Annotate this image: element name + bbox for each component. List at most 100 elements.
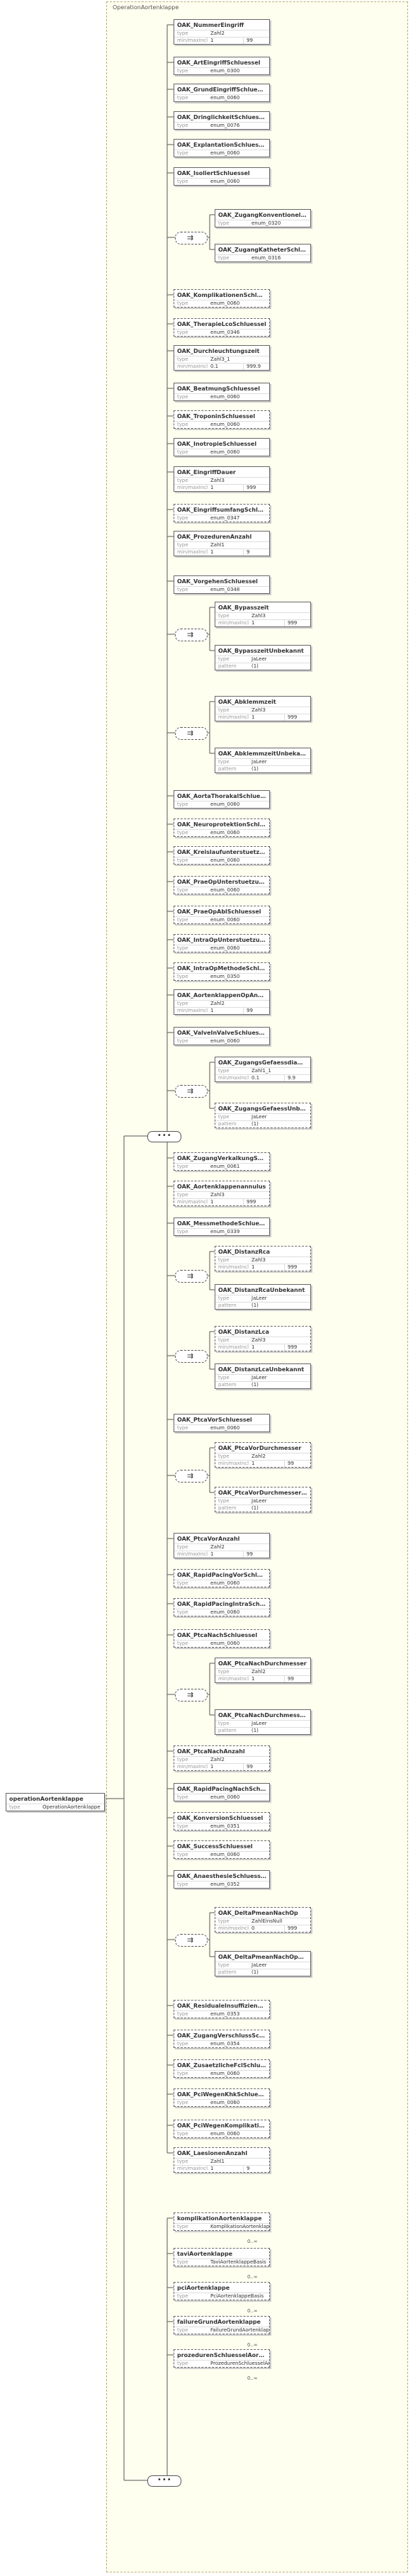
element-oak-rapidpacingintraschluessel[interactable]: OAK_RapidPacingIntraSchluesseltypeenum_0… xyxy=(174,1598,270,1616)
element-oak-neuroprotektionschluessel[interactable]: OAK_NeuroprotektionSchluesseltypeenum_00… xyxy=(174,819,270,837)
element-name: komplikationAortenklappe xyxy=(177,2215,262,2222)
element-oak-zugangverschlussschluessel[interactable]: OAK_ZugangVerschlussSchluesseltypeenum_0… xyxy=(174,2030,270,2048)
element-oak-zugangsgefaessunbekannt[interactable]: OAK_ZugangsGefaessUnbekannttypeJaLeerpat… xyxy=(215,1103,311,1128)
element-oak-intraopmethodeschluessel[interactable]: OAK_IntraOpMethodeSchluesseltypeenum_035… xyxy=(174,962,270,981)
element-prop-row: pattern(1) xyxy=(215,765,310,772)
element-oak-intraopunterstuetzungschlu[interactable]: OAK_IntraOpUnterstuetzungSchlu...typeenu… xyxy=(174,934,270,952)
element-name: OAK_KomplikationenSchluessel xyxy=(177,292,269,298)
element-oak-kreislaufunterstuetzungschl[interactable]: OAK_KreislaufunterstuetzungSchl...typeen… xyxy=(174,846,270,865)
choice-compositor-3[interactable]: ⇉ xyxy=(175,727,208,740)
choice-compositor-8[interactable]: ⇉ xyxy=(175,1689,208,1702)
prop-key: type xyxy=(218,1669,230,1675)
prop-key: type xyxy=(177,2131,188,2137)
prop-key: type xyxy=(218,1114,230,1120)
element-name: OAK_AortenklappenOpAnzahl xyxy=(177,992,269,999)
element-name: OAK_DeltaPmeanNachOp xyxy=(218,1910,298,1916)
prop-value: Zahl2 xyxy=(251,1453,266,1459)
prop-key: type xyxy=(177,1229,188,1234)
element-name: pciAortenklappe xyxy=(177,2285,230,2291)
prop-value-max: 999 xyxy=(284,1264,310,1271)
choice-compositor-7[interactable]: ⇉ xyxy=(175,1470,208,1483)
prop-key: type xyxy=(218,613,230,619)
element-oak-ptcanachdurchmesserunbe[interactable]: OAK_PtcaNachDurchmesserUnbe...typeJaLeer… xyxy=(215,1709,311,1735)
element-oak-zugangkonventionellschlue[interactable]: OAK_ZugangKonventionellSchlue...typeenum… xyxy=(215,209,311,227)
choice-compositor-1[interactable]: ⇉ xyxy=(175,232,208,244)
element-oak-pciwegenkomplikationschl[interactable]: OAK_PciWegenKomplikationSchl...typeenum_… xyxy=(174,2120,270,2138)
choice-compositor-2[interactable]: ⇉ xyxy=(175,629,208,641)
sequence-compositor-2[interactable]: ••• xyxy=(147,2475,181,2487)
sequence-compositor-1[interactable]: ••• xyxy=(147,1131,181,1142)
element-oak-rapidpacingnachschluessel[interactable]: OAK_RapidPacingNachSchluesseltypeenum_00… xyxy=(174,1783,270,1801)
choice-compositor-4[interactable]: ⇉ xyxy=(175,1085,208,1098)
element-oak-residualeinsuffizienzschlues[interactable]: OAK_ResidualeInsuffizienzSchlues...typee… xyxy=(174,2000,270,2018)
element-oak-praeopunterstuetzungschlu[interactable]: OAK_PraeOpUnterstuetzungSchlu...typeenum… xyxy=(174,876,270,894)
prop-value: Zahl2 xyxy=(210,1001,225,1006)
element-oak-deltapmeannachopunbeka[interactable]: OAK_DeltaPmeanNachOpUnbeka...typeJaLeerp… xyxy=(215,1951,311,1976)
choice-compositor-5[interactable]: ⇉ xyxy=(175,1270,208,1283)
element-oak-zugangverkalkungschluessel[interactable]: OAK_ZugangVerkalkungSchluesseltypeenum_0… xyxy=(174,1152,270,1171)
prop-key: type xyxy=(177,1425,188,1431)
root-element[interactable]: operationAortenklappe type OperationAort… xyxy=(6,1793,105,1811)
element-oak-zugangkatheterschluessel[interactable]: OAK_ZugangKatheterSchluesseltypeenum_031… xyxy=(215,244,311,262)
choice-compositor-9[interactable]: ⇉ xyxy=(175,1934,208,1947)
element-name: OAK_PtcaNachDurchmesserUnbe... xyxy=(218,1712,310,1719)
choice-compositor-6[interactable]: ⇉ xyxy=(175,1350,208,1363)
element-prozedurenschluesselaortenklap[interactable]: prozedurenSchluesselAortenklap...typePro… xyxy=(174,2349,270,2368)
prop-value-max: 99 xyxy=(243,1551,269,1558)
element-name: OAK_KonversionSchluessel xyxy=(177,1815,264,1821)
element-oak-ptcavordurchmesserunbeka[interactable]: OAK_PtcaVorDurchmesserUnbeka...typeJaLee… xyxy=(215,1487,311,1512)
